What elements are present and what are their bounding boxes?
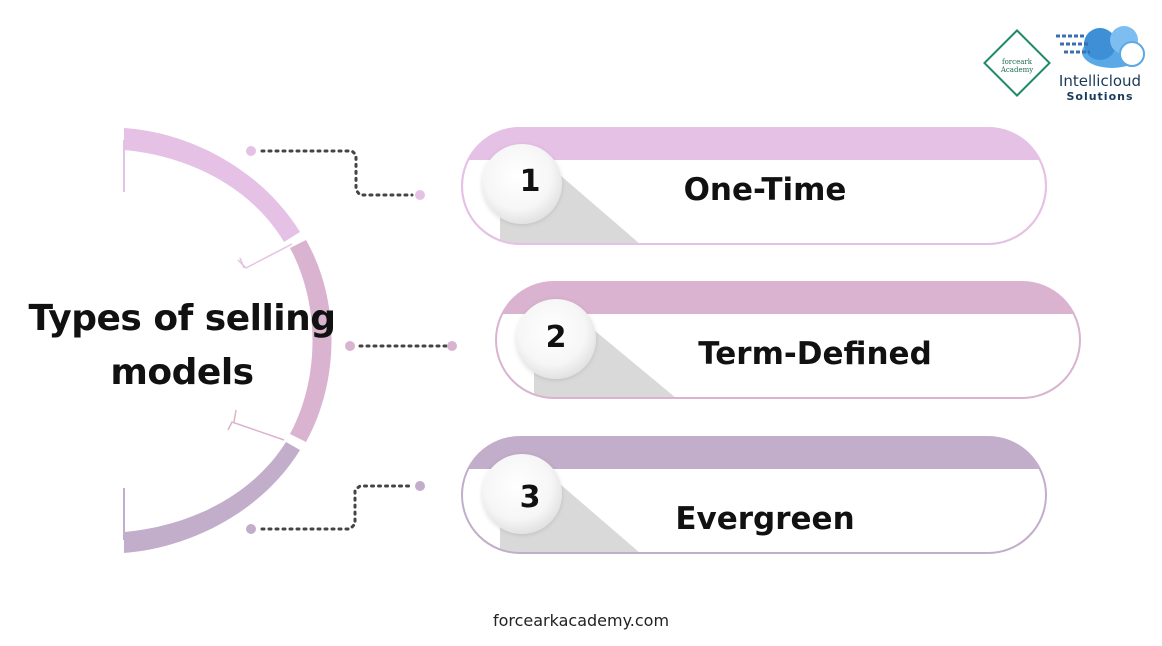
step-label-1: One-Time xyxy=(683,172,847,208)
step-label-3: Evergreen xyxy=(675,501,855,537)
connector-3 xyxy=(246,481,425,534)
step-number-2: 2 xyxy=(545,320,567,355)
connector-1 xyxy=(246,146,425,200)
arc-arrow-1 xyxy=(237,243,293,269)
forceark-logo-text: forceark Academy xyxy=(1000,58,1034,74)
forceark-logo xyxy=(983,29,1051,97)
arc-segment-2 xyxy=(290,240,332,442)
step-number-3: 3 xyxy=(519,480,541,515)
title-line-1: Types of selling xyxy=(28,298,336,339)
diagram-title: Types of selling models xyxy=(22,292,342,400)
arc-segment-3 xyxy=(123,442,300,553)
connector-2 xyxy=(345,341,457,351)
number-circle-2 xyxy=(516,299,596,379)
number-circle-3 xyxy=(482,454,562,534)
step-label-2: Term-Defined xyxy=(698,336,932,372)
number-circle-1 xyxy=(482,144,562,224)
footer-website: forcearkacademy.com xyxy=(492,611,670,630)
arc-segment-1 xyxy=(123,128,300,242)
arc-arrow-2 xyxy=(227,409,285,441)
title-line-2: models xyxy=(110,352,254,393)
intellicloud-name: Intellicloud xyxy=(1058,72,1142,90)
intellicloud-subtitle: Solutions xyxy=(1066,90,1134,103)
step-number-1: 1 xyxy=(519,164,541,199)
intellicloud-logo xyxy=(1056,26,1145,68)
